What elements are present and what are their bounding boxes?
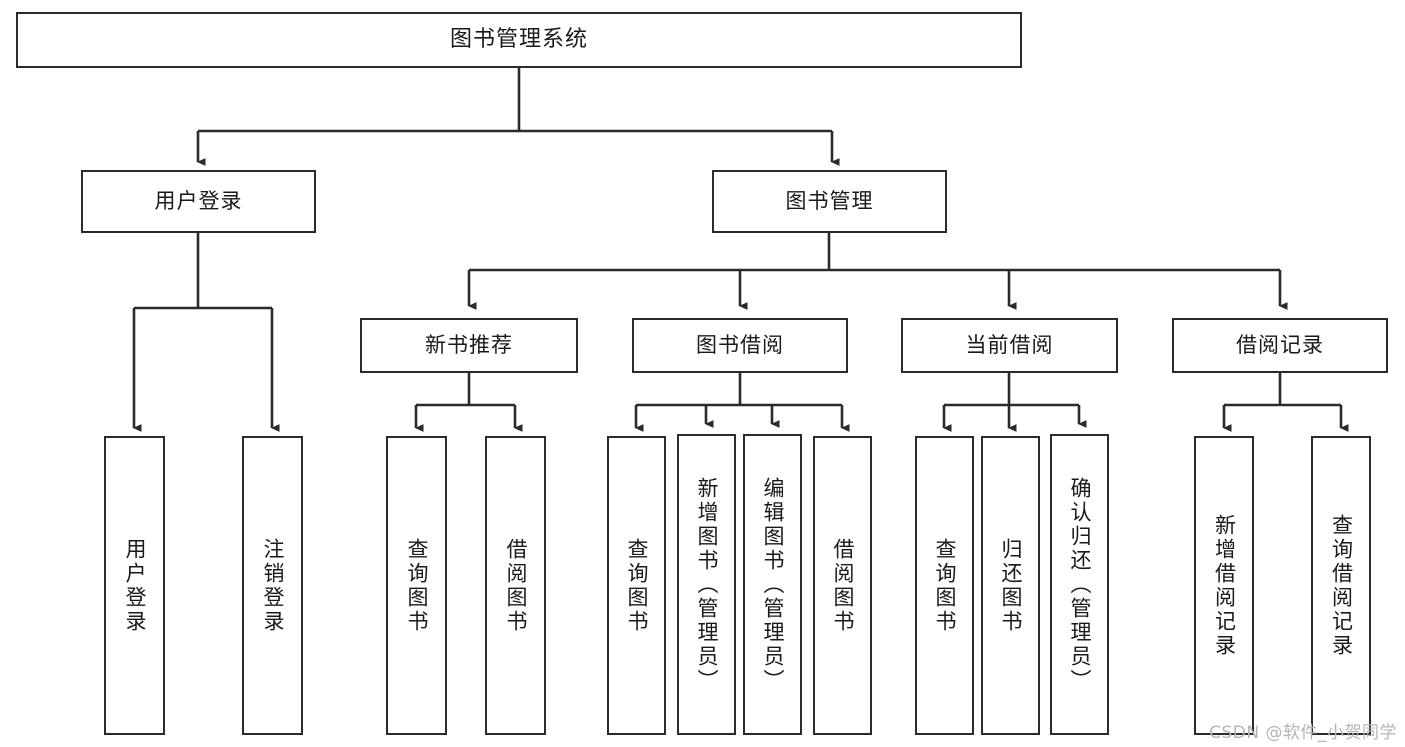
node-label: 图书借阅 — [696, 332, 784, 357]
node-label: 查询借阅记录 — [1329, 513, 1354, 658]
node-user-login[interactable]: 用户登录 — [81, 170, 316, 233]
node-new-book-recommend[interactable]: 新书推荐 — [360, 318, 578, 373]
node-label: 借阅图书 — [504, 537, 528, 634]
node-label: 查询图书 — [933, 537, 957, 634]
node-label: 用户登录 — [123, 537, 147, 634]
node-label: 借阅记录 — [1236, 332, 1324, 357]
node-leaf-borrow-book-1[interactable]: 借阅图书 — [485, 436, 546, 735]
node-label: 借阅图书 — [831, 537, 855, 634]
node-label: 查询图书 — [625, 537, 649, 634]
node-borrow-record[interactable]: 借阅记录 — [1172, 318, 1388, 373]
node-leaf-confirm-return[interactable]: 确认归还（管理员） — [1050, 434, 1109, 735]
node-book-management-system[interactable]: 图书管理系统 — [16, 12, 1022, 68]
node-leaf-borrow-book-2[interactable]: 借阅图书 — [813, 436, 872, 735]
node-label: 新增借阅记录 — [1212, 513, 1237, 658]
node-leaf-query-book-2[interactable]: 查询图书 — [607, 436, 666, 735]
node-leaf-logout-login[interactable]: 注销登录 — [242, 436, 303, 735]
node-label: 新书推荐 — [425, 332, 513, 357]
node-label: 新增图书（管理员） — [695, 476, 719, 693]
node-label: 确认归还（管理员） — [1068, 476, 1092, 693]
node-leaf-query-book-3[interactable]: 查询图书 — [915, 436, 974, 735]
node-label: 归还图书 — [999, 537, 1023, 634]
node-label: 当前借阅 — [965, 332, 1054, 357]
node-leaf-add-record[interactable]: 新增借阅记录 — [1194, 436, 1254, 735]
node-label: 用户登录 — [154, 188, 243, 213]
node-label: 注销登录 — [261, 537, 285, 634]
node-leaf-add-book[interactable]: 新增图书（管理员） — [677, 434, 736, 735]
node-current-borrow[interactable]: 当前借阅 — [901, 318, 1118, 373]
node-label: 查询图书 — [405, 537, 429, 634]
node-leaf-user-login[interactable]: 用户登录 — [104, 436, 165, 735]
node-leaf-edit-book[interactable]: 编辑图书（管理员） — [743, 434, 802, 735]
node-book-management[interactable]: 图书管理 — [712, 170, 947, 233]
node-label: 图书管理系统 — [449, 26, 588, 52]
node-label: 编辑图书（管理员） — [761, 476, 785, 693]
node-leaf-query-record[interactable]: 查询借阅记录 — [1311, 436, 1371, 735]
node-book-borrow[interactable]: 图书借阅 — [632, 318, 848, 373]
node-leaf-return-book[interactable]: 归还图书 — [981, 436, 1040, 735]
node-label: 图书管理 — [785, 188, 874, 213]
node-leaf-query-book-1[interactable]: 查询图书 — [386, 436, 447, 735]
